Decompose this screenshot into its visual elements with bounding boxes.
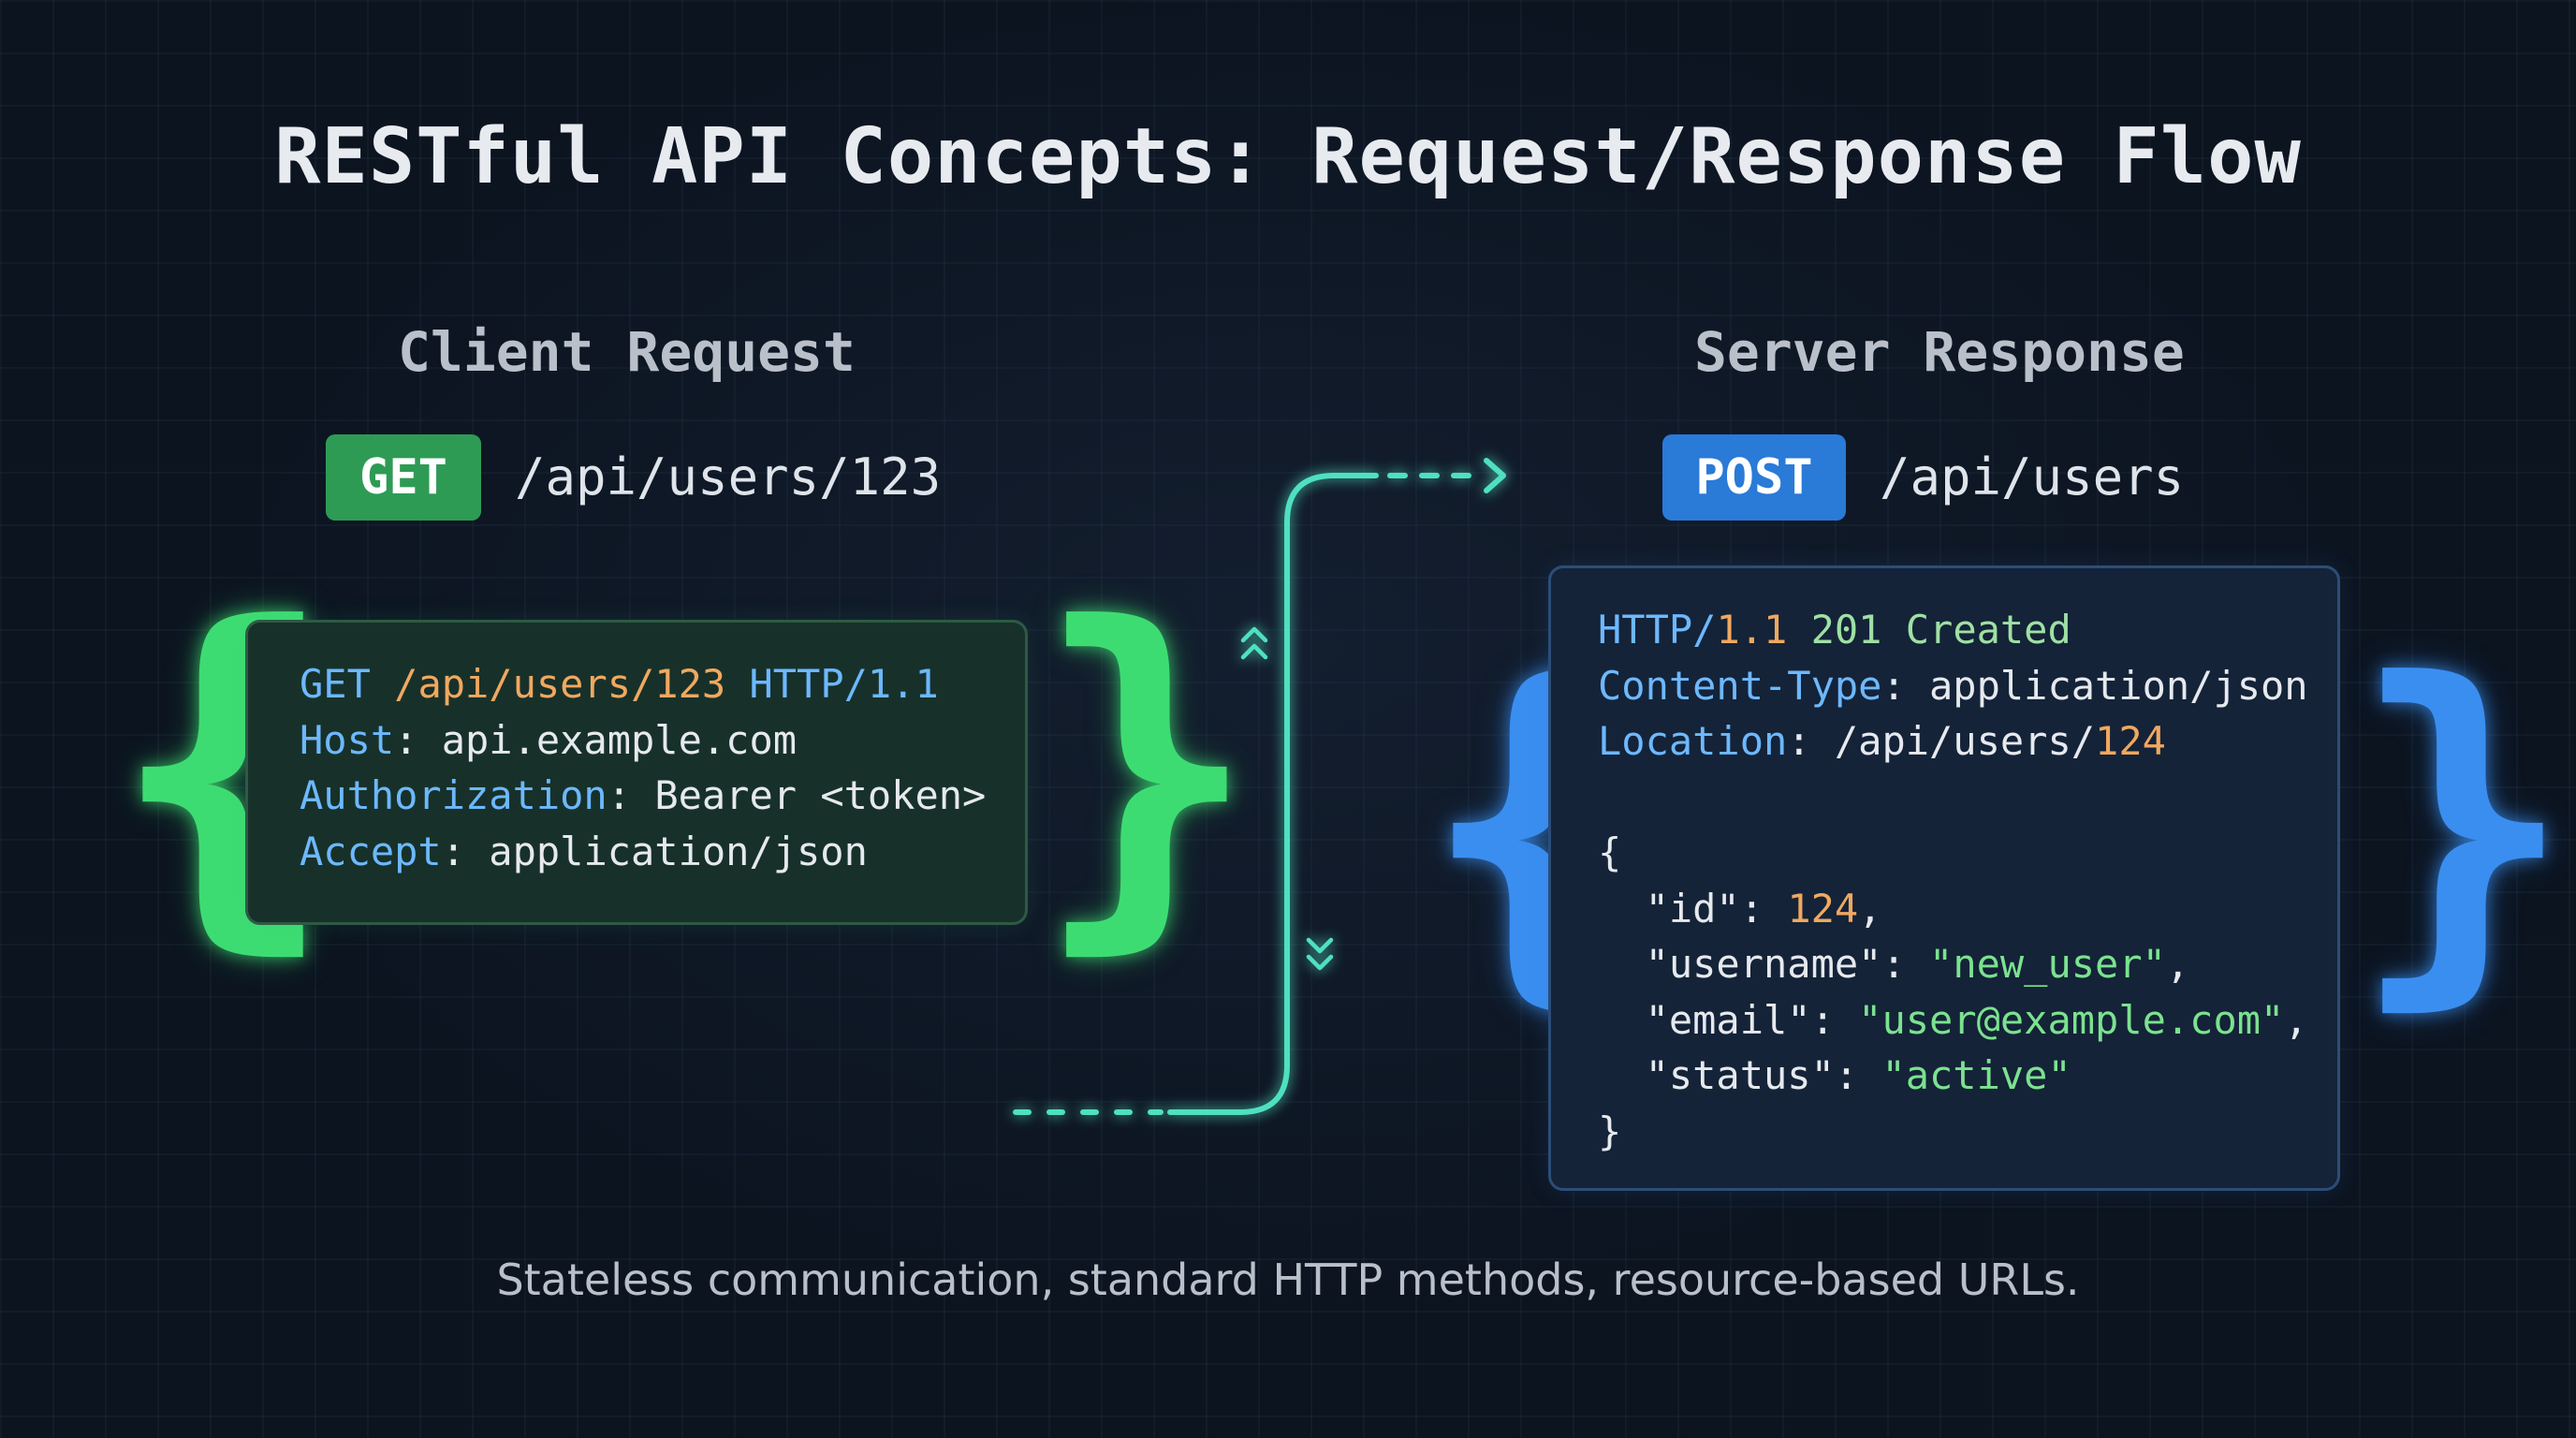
status-version: 1.1 bbox=[1716, 607, 1788, 653]
request-line-path: /api/users/123 bbox=[394, 661, 726, 707]
json-value-email: "user@example.com" bbox=[1858, 996, 2285, 1043]
status-text: Created bbox=[1905, 607, 2071, 653]
post-method-badge: POST bbox=[1662, 434, 1846, 521]
authorization-header-key: Authorization bbox=[300, 772, 607, 818]
json-key-email: "email" bbox=[1645, 996, 1811, 1043]
content-type-value: application/json bbox=[1929, 662, 2308, 709]
status-protocol: HTTP/ bbox=[1598, 607, 1717, 653]
accept-header-value: application/json bbox=[489, 828, 868, 874]
host-header-key: Host bbox=[300, 716, 395, 763]
location-value-id: 124 bbox=[2095, 718, 2166, 764]
client-request-code-box: GET /api/users/123 HTTP/1.1 Host: api.ex… bbox=[245, 620, 1028, 925]
caption: Stateless communication, standard HTTP m… bbox=[496, 1255, 2080, 1305]
server-response-code-box: HTTP/1.1 201 Created Content-Type: appli… bbox=[1548, 565, 2340, 1191]
location-key: Location bbox=[1598, 718, 1788, 764]
content-type-key: Content-Type bbox=[1598, 662, 1882, 709]
client-request-heading: Client Request bbox=[398, 320, 856, 384]
scroll-up-double-chevron-icon bbox=[1240, 626, 1268, 660]
get-method-badge: GET bbox=[326, 434, 481, 521]
json-key-status: "status" bbox=[1645, 1052, 1835, 1098]
client-request-code: GET /api/users/123 HTTP/1.1 Host: api.ex… bbox=[300, 661, 987, 874]
server-response-heading: Server Response bbox=[1694, 320, 2185, 384]
scroll-down-double-chevron-icon bbox=[1306, 937, 1334, 971]
server-close-brace: } bbox=[2349, 606, 2575, 1041]
client-close-brace: } bbox=[1033, 550, 1259, 985]
json-key-username: "username" bbox=[1645, 941, 1882, 987]
json-key-id: "id" bbox=[1645, 885, 1740, 932]
json-close-brace: } bbox=[1598, 1108, 1622, 1154]
json-value-id: 124 bbox=[1787, 885, 1859, 932]
flow-arrowhead bbox=[1484, 458, 1506, 493]
client-request-path: /api/users/123 bbox=[515, 448, 942, 506]
json-value-status: "active" bbox=[1881, 1052, 2071, 1098]
request-line-protocol: HTTP/1.1 bbox=[749, 661, 939, 707]
status-code: 201 bbox=[1810, 607, 1882, 653]
flow-main-line bbox=[1167, 473, 1379, 1115]
request-line-method: GET bbox=[300, 661, 371, 707]
json-value-username: "new_user" bbox=[1929, 941, 2166, 987]
host-header-value: api.example.com bbox=[441, 716, 798, 763]
authorization-header-value: Bearer <token> bbox=[654, 772, 987, 818]
json-open-brace: { bbox=[1598, 829, 1622, 875]
server-response-path: /api/users bbox=[1880, 448, 2185, 506]
server-response-code: HTTP/1.1 201 Created Content-Type: appli… bbox=[1598, 607, 2308, 1154]
accept-header-key: Accept bbox=[300, 828, 442, 874]
page-title: RESTful API Concepts: Request/Response F… bbox=[274, 112, 2302, 201]
location-value-prefix: /api/users/ bbox=[1834, 718, 2096, 764]
